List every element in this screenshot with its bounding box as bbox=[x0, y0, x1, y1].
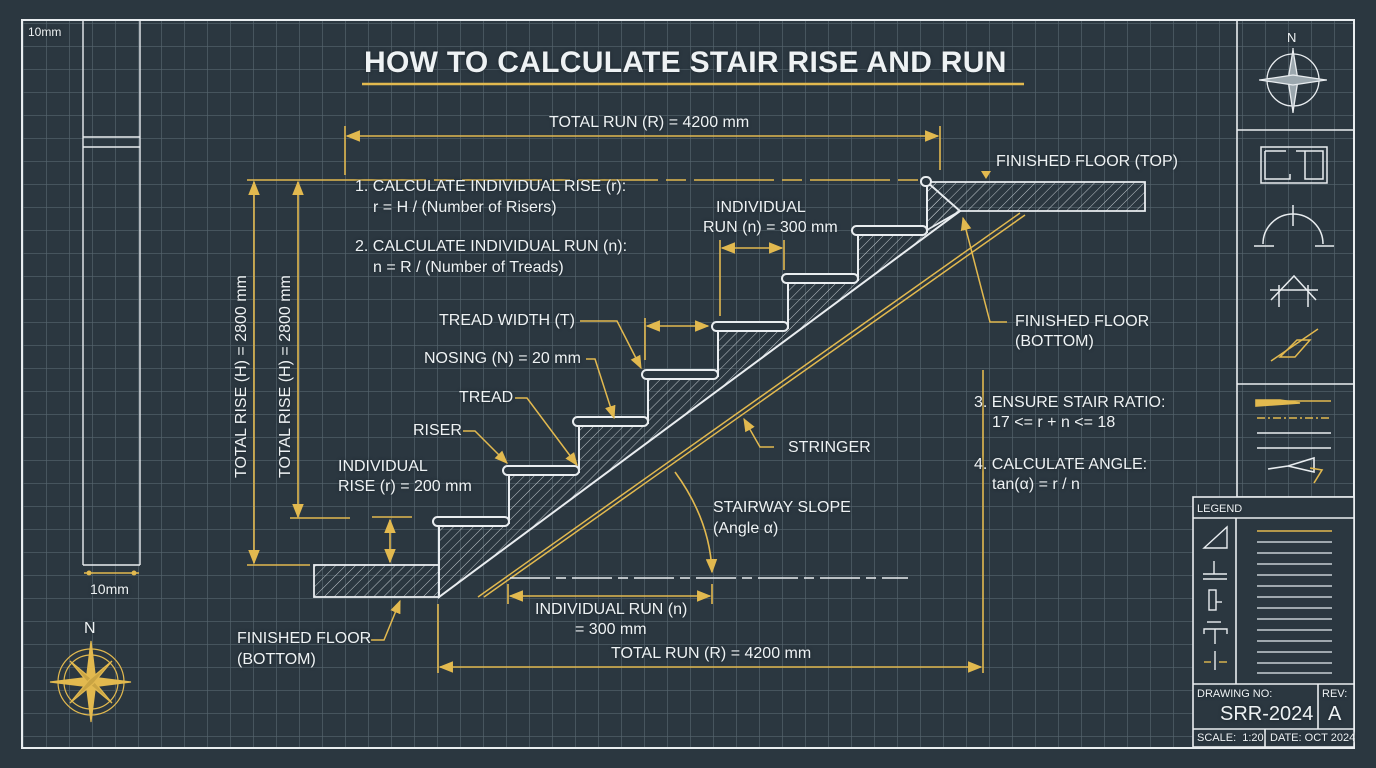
roof-icon bbox=[1270, 274, 1318, 307]
legend-symbols bbox=[1202, 525, 1228, 670]
stair-nosings bbox=[432, 176, 932, 527]
rev-value: A bbox=[1328, 703, 1342, 725]
step-4-heading: 4. CALCULATE ANGLE: bbox=[974, 456, 1148, 473]
legend-lines bbox=[1257, 530, 1332, 674]
compass-right-north-label: N bbox=[1287, 30, 1297, 45]
scale-label-top: 10mm bbox=[28, 25, 62, 39]
step-2-formula: n = R / (Number of Treads) bbox=[373, 259, 564, 276]
step-1-heading: 1. CALCULATE INDIVIDUAL RISE (r): bbox=[355, 178, 627, 195]
floor-bottom-left-line1: FINISHED FLOOR bbox=[237, 630, 372, 647]
step-3-formula: 17 <= r + n <= 18 bbox=[992, 414, 1116, 431]
individual-run-top-line1: INDIVIDUAL bbox=[716, 199, 806, 216]
rev-label: REV: bbox=[1322, 688, 1348, 700]
drawing-no-value: SRR-2024 bbox=[1220, 703, 1314, 725]
step-1-formula: r = H / (Number of Risers) bbox=[373, 199, 557, 216]
riser-label: RISER bbox=[413, 422, 462, 439]
individual-rise-line1: INDIVIDUAL bbox=[338, 458, 428, 475]
floor-plan-icon bbox=[1260, 146, 1328, 184]
total-rise-inner-label: TOTAL RISE (H) = 2800 mm bbox=[277, 275, 294, 478]
stringer-label: STRINGER bbox=[788, 439, 871, 456]
compass-left-north-label: N bbox=[84, 620, 96, 637]
stringer bbox=[477, 212, 1026, 598]
scale-bar-dimension bbox=[84, 570, 139, 576]
total-run-top-label: TOTAL RUN (R) = 4200 mm bbox=[549, 114, 750, 131]
tread-label: TREAD bbox=[459, 389, 514, 406]
individual-run-top-dimension bbox=[644, 240, 785, 360]
legend-label: LEGEND bbox=[1197, 503, 1243, 515]
total-rise-outer-label: TOTAL RISE (H) = 2800 mm bbox=[233, 275, 250, 478]
scale-label-bottom: 10mm bbox=[90, 581, 129, 597]
floor-bottom-left-line2: (BOTTOM) bbox=[237, 651, 316, 668]
date-value: DATE: OCT 2024 bbox=[1270, 732, 1356, 744]
floor-bottom-slab bbox=[313, 564, 440, 598]
arch-icon bbox=[1254, 205, 1334, 247]
scale-strip bbox=[82, 20, 141, 566]
individual-rise-line2: RISE (r) = 200 mm bbox=[338, 478, 472, 495]
total-run-bottom-label: TOTAL RUN (R) = 4200 mm bbox=[611, 645, 812, 662]
slope-angle bbox=[510, 471, 908, 579]
individual-run-top-line2: RUN (n) = 300 mm bbox=[703, 219, 838, 236]
total-rise-dimensions bbox=[247, 179, 920, 566]
individual-run-bottom-dimension bbox=[507, 584, 713, 604]
individual-run-bottom-line2: = 300 mm bbox=[575, 621, 647, 638]
total-run-top-dimension bbox=[344, 126, 941, 175]
step-3-heading: 3. ENSURE STAIR RATIO: bbox=[974, 394, 1166, 411]
tread-width-label: TREAD WIDTH (T) bbox=[439, 312, 575, 329]
page-title: HOW TO CALCULATE STAIR RISE AND RUN bbox=[364, 46, 1007, 79]
total-run-bottom-dimension bbox=[437, 370, 984, 673]
line-type-samples bbox=[1255, 399, 1331, 484]
leader-lines bbox=[371, 216, 1007, 641]
ramp-icon bbox=[1270, 328, 1319, 362]
slope-label-line1: STAIRWAY SLOPE bbox=[713, 499, 851, 516]
individual-rise-dimension bbox=[372, 516, 412, 564]
slope-label-line2: (Angle α) bbox=[713, 520, 779, 537]
floor-bottom-right-line1: FINISHED FLOOR bbox=[1015, 313, 1150, 330]
compass-right-icon bbox=[1259, 48, 1327, 113]
nosing-label: NOSING (N) = 20 mm bbox=[424, 350, 581, 367]
scale-value: SCALE: 1:20 bbox=[1197, 732, 1264, 744]
step-4-formula: tan(α) = r / n bbox=[992, 476, 1080, 493]
step-2-heading: 2. CALCULATE INDIVIDUAL RUN (n): bbox=[355, 238, 628, 255]
drawing-no-label: DRAWING NO: bbox=[1197, 688, 1273, 700]
compass-left-icon bbox=[49, 640, 132, 723]
individual-run-bottom-line1: INDIVIDUAL RUN (n) bbox=[535, 601, 688, 618]
floor-bottom-right-line2: (BOTTOM) bbox=[1015, 333, 1094, 350]
floor-top-label: FINISHED FLOOR (TOP) bbox=[996, 153, 1178, 170]
